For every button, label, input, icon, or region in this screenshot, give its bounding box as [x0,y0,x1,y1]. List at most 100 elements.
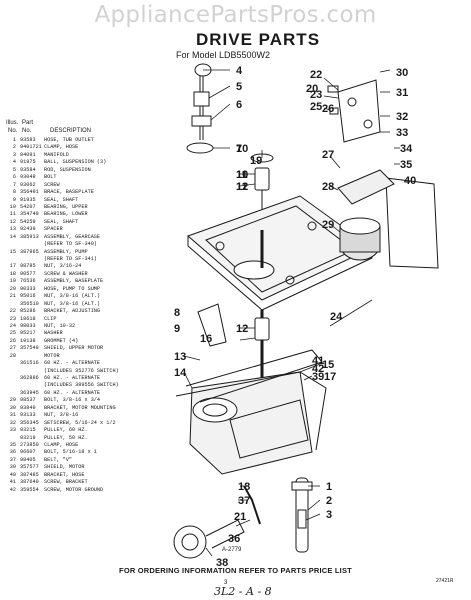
part-description: 60 HZ. - ALTERNATE [44,360,101,367]
callout-31: 31 [396,87,408,99]
callout-27: 27 [322,149,334,161]
part-illus-number: 3 [12,151,16,158]
part-number: 98033 [20,322,36,329]
callout-14: 14 [174,367,187,379]
part-illus-number: 27 [9,345,16,352]
part-number: 359554 [20,486,39,493]
callout-30: 30 [396,67,408,79]
page-number: 3 [224,580,228,586]
callout-12: 12 [236,181,248,193]
part-description: BEARING, UPPER [44,203,88,210]
motor [337,169,395,261]
part-illus-number: 36 [9,449,16,456]
parts-list-row: (INCLUDES 389556 SWITCH) [6,382,182,389]
part-number: 387640 [20,479,39,486]
callout-22: 22 [310,69,322,81]
part-number: 90577 [20,270,36,277]
callout-38: 38 [216,557,228,569]
parts-list-row: 361516 60 HZ. - ALTERNATE [6,360,182,367]
part-illus-number: 29 [9,397,16,404]
part-number: 357577 [20,464,39,471]
callout-5: 5 [236,81,242,93]
parts-list-row: 42 359554 SCREW, MOTOR GROUND [6,487,182,494]
part-description: HOSE, PUMP TO SUMP [44,285,101,292]
part-illus-number: 6 [12,174,16,181]
part-number: 54207 [20,203,36,210]
part-number: 95217 [20,330,36,337]
header-illus: Illus. [6,120,19,126]
part-number: 84091 [20,151,36,158]
part-number: 93215 [20,427,36,434]
gearcase [175,310,327,475]
part-number: 95016 [20,293,36,300]
part-illus-number: 8 [12,189,16,196]
part-description: NUT, 3/8-16 (ALT.) [44,293,101,300]
part-illus-number: 42 [9,486,16,493]
part-description: GROMMET (4) [44,337,79,344]
callout-19: 19 [250,155,262,167]
header-no: No. [8,128,18,134]
part-number: 85286 [20,308,36,315]
part-description: BALL, SUSPENSION (3) [44,159,107,166]
part-illus-number: 41 [9,479,16,486]
part-description: 60 HZ. - ALTERNATE [44,389,101,396]
part-illus-number: 4 [12,159,16,166]
callout-33: 33 [396,127,408,139]
part-number: 93583 [20,137,36,143]
drive-belt [185,349,323,403]
callout-18: 18 [238,481,250,493]
part-description: SETSCREW, 5/16-24 x 1/2 [44,419,116,426]
part-description: MANIFOLD [44,151,69,158]
part-illus-number: 37 [9,456,16,463]
part-illus-number: 31 [9,412,16,419]
part-number: 92439 [20,226,36,233]
part-number: 356345 [20,419,39,426]
part-number: 98785 [20,263,36,270]
callout-10: 10 [236,143,248,155]
callout-16: 16 [200,333,212,345]
parts-list-row: (INCLUDES 352776 SWITCH) [6,368,182,375]
part-illus-number: 11 [9,211,16,218]
part-number: 93849 [20,404,36,411]
callout-17: 17 [324,371,336,383]
part-description: NUT, 3/8-16 (ALT.) [44,300,101,307]
part-description: SCREW & WASHER [44,270,88,277]
callout-15: 15 [322,359,334,371]
part-number: 361516 [20,360,39,367]
part-number: 98537 [20,397,36,404]
watermark: AppliancePartsPros.com [94,2,377,28]
part-illus-number: 28 [9,352,16,359]
part-number: 9401721 [20,144,42,151]
callout-2: 2 [326,495,332,507]
part-description: BRACKET, HOSE [44,471,85,478]
part-description: SCREW, MOTOR GROUND [44,486,104,493]
callout-24: 24 [330,311,343,323]
part-illus-number: 39 [9,464,16,471]
part-number: 91935 [20,196,36,203]
part-number: 54259 [20,218,36,225]
part-illus-number: 17 [9,263,16,270]
part-description: NUT, 10-32 [44,322,76,329]
callout-11: 11 [236,181,248,193]
part-description: BELT, "V" [44,456,73,463]
